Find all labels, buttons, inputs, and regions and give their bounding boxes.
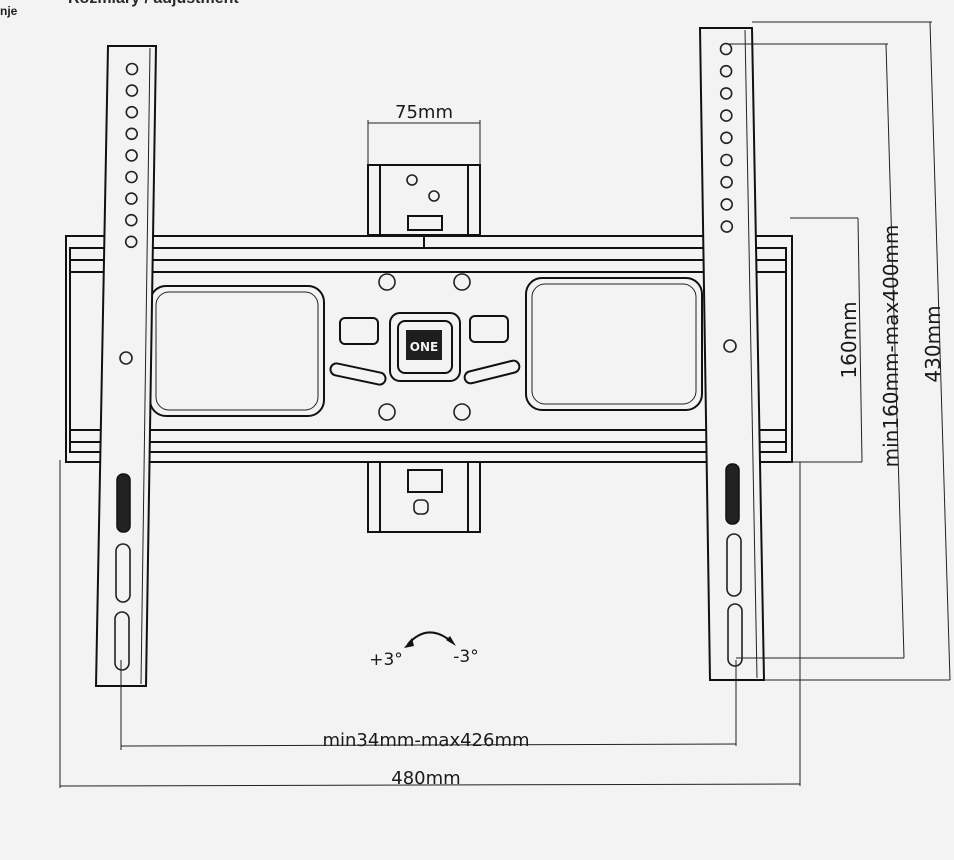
left-arm-hole bbox=[124, 235, 138, 249]
left-arm-hole bbox=[125, 84, 139, 97]
label-plate-width: 75mm bbox=[395, 102, 453, 123]
label-horizontal-range: min34mm-max426mm bbox=[322, 730, 529, 751]
left-arm-hole bbox=[125, 105, 139, 119]
left-arm-hole bbox=[125, 170, 138, 184]
right-arm-hole bbox=[719, 109, 733, 122]
right-arm-hole bbox=[720, 131, 733, 145]
dimension-labels: 75mm 160mm min160mm-max400mm 430mm min34… bbox=[322, 102, 945, 789]
lower-plate bbox=[367, 461, 481, 533]
left-arm-hole bbox=[125, 213, 138, 227]
brand-logo bbox=[406, 330, 442, 360]
right-arm-hole bbox=[720, 198, 734, 211]
upper-plate bbox=[367, 164, 481, 236]
left-arm-hole bbox=[125, 192, 138, 205]
label-total-height: 430mm bbox=[921, 305, 945, 382]
label-tilt-plus: +3° bbox=[369, 650, 403, 670]
right-arm-hole bbox=[720, 153, 733, 167]
dimension-lines bbox=[59, 21, 951, 788]
right-arm-hole bbox=[720, 220, 734, 233]
right-arm-hole bbox=[719, 64, 733, 78]
left-arm bbox=[94, 45, 158, 687]
label-plate-height: 160mm bbox=[837, 301, 861, 378]
left-arm-hole bbox=[125, 127, 138, 141]
right-arm-hole bbox=[720, 175, 733, 189]
label-tilt-minus: -3° bbox=[453, 647, 478, 667]
svg-text:ONE: ONE bbox=[410, 340, 438, 354]
right-arm-hole bbox=[719, 87, 733, 100]
corner-label: nje bbox=[0, 4, 18, 18]
label-vertical-range: min160mm-max400mm bbox=[879, 225, 903, 468]
label-total-width: 480mm bbox=[391, 768, 460, 789]
right-arm bbox=[698, 27, 766, 681]
top-caption: Rozmiary / adjustment bbox=[68, 0, 239, 8]
horizontal-rail: ONE bbox=[65, 235, 793, 463]
right-arm-hole bbox=[719, 42, 733, 56]
left-arm-hole bbox=[125, 149, 138, 162]
left-arm-hole bbox=[125, 62, 139, 76]
